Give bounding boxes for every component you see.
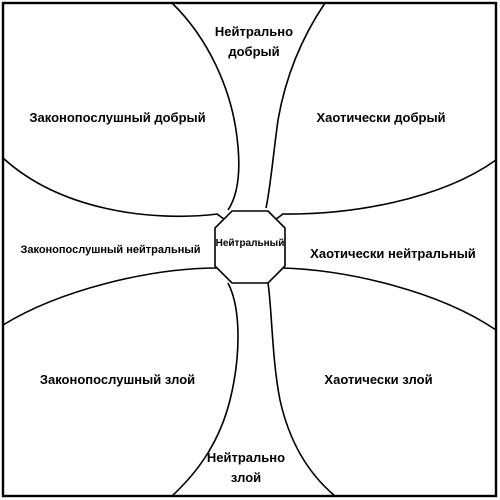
label-chaotic-evil: Хаотически злой xyxy=(324,372,433,387)
region-lawful-good-border xyxy=(2,157,219,218)
label-chaotic-neutral: Хаотически нейтральный xyxy=(310,246,476,261)
region-neutral-evil-border-left xyxy=(171,282,239,497)
label-neutral-evil-line2: злой xyxy=(230,470,262,486)
region-chaotic-evil-border xyxy=(281,267,497,331)
label-neutral-good-line2: добрый xyxy=(228,44,280,60)
label-chaotic-good: Хаотически добрый xyxy=(316,110,446,125)
region-neutral-evil-border-right xyxy=(267,282,336,497)
label-true-neutral: Нейтральный xyxy=(215,238,285,249)
region-neutral-good-border xyxy=(171,2,240,211)
octagon-true-neutral xyxy=(214,210,286,284)
label-neutral-evil-line1: Нейтрально xyxy=(206,450,286,465)
region-neutral-good-border-right xyxy=(265,2,326,209)
label-neutral-evil: Нейтрально злой xyxy=(192,448,300,488)
label-neutral-good-line1: Нейтрально xyxy=(214,24,294,39)
region-lawful-evil-border xyxy=(2,267,219,326)
region-chaotic-good-border xyxy=(281,159,497,215)
label-neutral-good: Нейтрально добрый xyxy=(200,22,308,62)
label-lawful-evil: Законопослушный злой xyxy=(39,372,196,387)
label-lawful-good: Законопослушный добрый xyxy=(29,110,206,125)
label-lawful-neutral: Законопослушный нейтральный xyxy=(20,244,201,256)
